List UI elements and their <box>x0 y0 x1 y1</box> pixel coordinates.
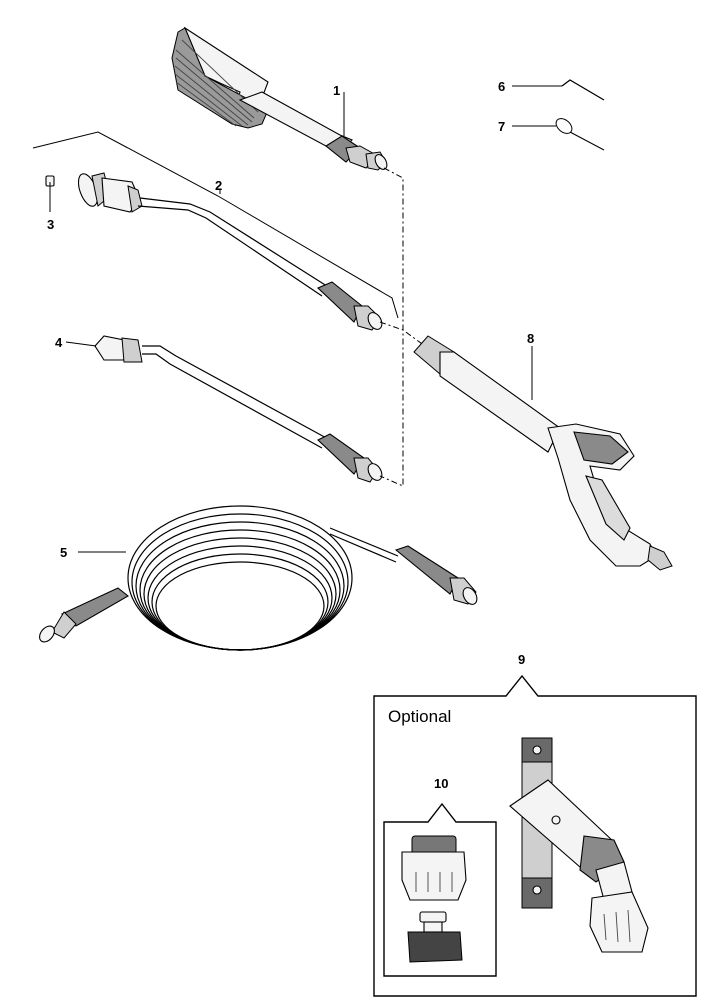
optional-accessory-box <box>373 674 697 997</box>
angle-adapter-part <box>509 737 649 953</box>
callout-3: 3 <box>47 217 54 232</box>
leader-lines <box>32 85 562 553</box>
callout-1: 1 <box>333 83 340 98</box>
assembly-dash-line <box>379 167 426 487</box>
callout-4: 4 <box>55 335 63 350</box>
callout-8: 8 <box>527 331 534 346</box>
cleaning-key-part <box>561 79 605 101</box>
quick-coupler-part <box>401 835 467 963</box>
callout-2: 2 <box>215 178 222 193</box>
callout-6: 6 <box>498 79 505 94</box>
optional-label: Optional <box>388 707 451 726</box>
hose-coil-part <box>39 505 478 651</box>
callout-9: 9 <box>518 652 525 667</box>
variable-lance-part <box>94 335 383 483</box>
trigger-gun-part <box>413 335 673 571</box>
spray-lance-part <box>77 172 383 331</box>
callout-10: 10 <box>434 776 448 791</box>
callout-5: 5 <box>60 545 67 560</box>
wash-brush-part <box>171 26 388 171</box>
nozzle-needle-part <box>555 118 605 151</box>
callout-7: 7 <box>498 119 505 134</box>
